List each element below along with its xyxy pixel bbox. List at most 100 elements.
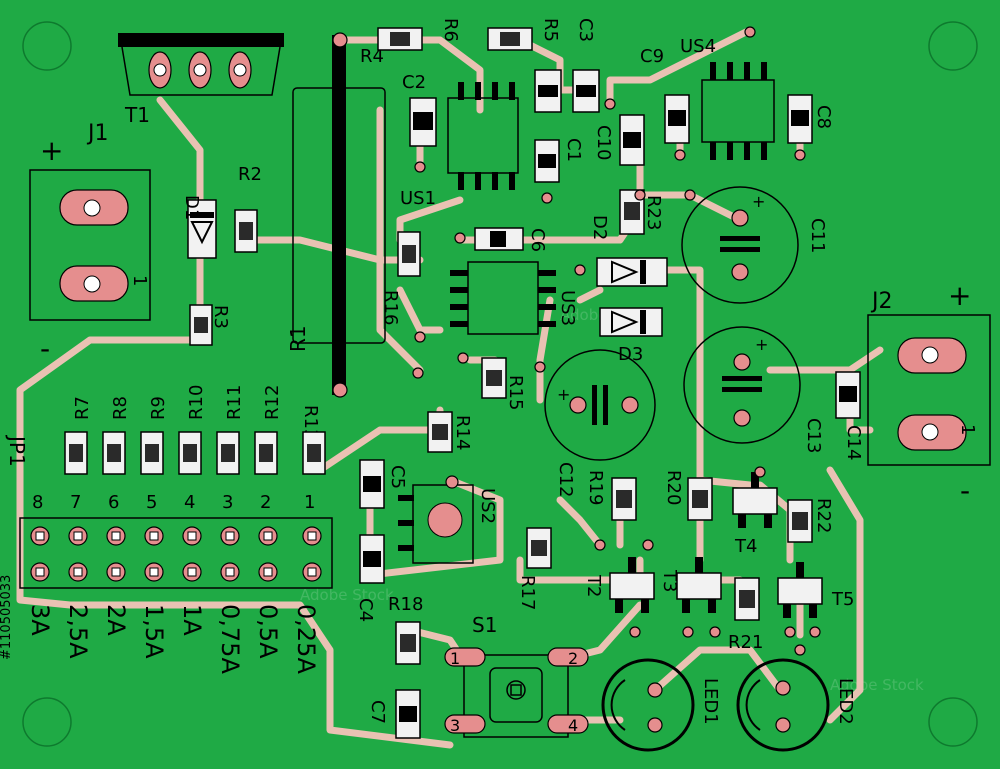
ic-us1: US1	[400, 82, 519, 209]
capacitor-c14: C14	[835, 371, 864, 460]
label-t4: T4	[734, 536, 757, 557]
jumper-number: 5	[146, 492, 157, 513]
resistor-r5: R5	[487, 18, 561, 51]
transformer-t1: T1	[118, 33, 284, 127]
ic-us3: US3	[450, 261, 578, 335]
capacitor-c1: C1	[534, 138, 584, 183]
capacitor-c4: C4	[355, 534, 385, 622]
label-r2: R2	[238, 164, 262, 185]
label-led1: LED1	[700, 678, 721, 725]
current-rating: 3A	[26, 604, 54, 636]
label-jp1: JP1	[5, 434, 29, 467]
label-r23: R23	[643, 195, 664, 230]
resistor-r17: R17	[517, 527, 552, 610]
label-r9: R9	[148, 396, 169, 420]
resistor-r1: R1 R4 R13	[286, 32, 386, 440]
label-c12: C12	[555, 462, 576, 497]
label-c8: C8	[813, 105, 834, 129]
label-j1: J1	[86, 121, 109, 146]
j2-minus-mark: -	[960, 474, 970, 507]
label-c9: C9	[640, 46, 664, 67]
diode-d1: D1	[181, 195, 217, 259]
capacitor-c10: C10	[593, 114, 645, 166]
watermark-text: Adobe Stock	[830, 676, 924, 694]
capacitor-c8: C8	[787, 94, 834, 144]
connector-j2: J2 + - 1	[867, 279, 991, 507]
label-r8: R8	[110, 396, 131, 420]
label-r4: R4	[360, 46, 384, 67]
label-c11: C11	[807, 218, 828, 253]
j1-pin1-label: 1	[129, 275, 150, 286]
switch-pin-label: 3	[450, 716, 460, 735]
label-us3: US3	[557, 290, 578, 326]
resistor-r16: R16	[380, 231, 421, 325]
label-r22: R22	[813, 498, 834, 533]
label-c7: C7	[367, 700, 388, 724]
via-pads	[412, 26, 821, 656]
label-r20: R20	[663, 470, 684, 505]
label-c1: C1	[563, 138, 584, 162]
current-rating: 2,5A	[64, 604, 92, 659]
label-r1: R1	[286, 325, 310, 352]
switch-pin-label: 2	[568, 649, 578, 668]
label-c14: C14	[843, 425, 864, 460]
current-rating: 0,25A	[292, 604, 320, 674]
label-r7: R7	[72, 396, 93, 420]
label-r11: R11	[224, 385, 245, 420]
jumper-number: 2	[260, 492, 271, 513]
label-us1: US1	[400, 188, 436, 209]
capacitor-c7: C7	[367, 689, 421, 739]
watermark-text: Adobe Stock	[300, 586, 394, 604]
jumper-number: 3	[222, 492, 233, 513]
diode-d2: D2	[589, 215, 668, 287]
label-c4: C4	[355, 598, 376, 622]
label-r15: R15	[505, 375, 526, 410]
ic-us4: US4	[680, 36, 775, 160]
diode-d3: D3	[599, 307, 663, 365]
capacitor-c2: C2	[402, 72, 437, 147]
capacitor-c3: C3	[534, 18, 600, 113]
j1-plus-mark: +	[40, 134, 63, 167]
label-t3: T3	[659, 569, 680, 592]
label-r14: R14	[452, 415, 473, 450]
switch-pin-label: 1	[450, 649, 460, 668]
j1-minus-mark: -	[40, 332, 50, 365]
label-t5: T5	[831, 589, 854, 610]
label-r21: R21	[728, 632, 763, 653]
resistor-r2: R2	[234, 164, 262, 253]
resistor-r18: R18	[388, 594, 423, 665]
label-t2: T2	[583, 574, 604, 597]
resistor-r6: R6	[377, 18, 461, 51]
capacitor-c12: + C12	[544, 349, 656, 497]
jumper-number: 1	[304, 492, 315, 513]
label-c5: C5	[387, 465, 408, 489]
label-c3: C3	[575, 18, 596, 42]
capacitor-c5: C5	[359, 459, 408, 509]
jumper-jp1: JP1 8 7 6 5 4 3 2 1 3A 2,5A 2A 1,5A 1A 0…	[5, 434, 333, 674]
label-c2: C2	[402, 72, 426, 93]
label-r18: R18	[388, 594, 423, 615]
resistor-r20: R20	[663, 470, 713, 521]
label-d2: D2	[589, 215, 610, 240]
resistor-bank: R7 R8 R9 R10 R11 R12	[64, 385, 326, 475]
label-r5: R5	[540, 18, 561, 42]
label-c10: C10	[593, 125, 614, 160]
current-rating: 1,5A	[140, 604, 168, 659]
label-r12: R12	[262, 385, 283, 420]
j2-plus-mark: +	[948, 279, 971, 312]
current-rating: 0,75A	[216, 604, 244, 674]
label-r16: R16	[380, 290, 401, 325]
resistor-r14: R14	[427, 411, 473, 453]
transistor-t2: T2	[583, 557, 655, 613]
label-r10: R10	[186, 385, 207, 420]
current-rating: 1A	[178, 604, 206, 636]
mounting-holes	[22, 21, 978, 747]
jumper-number: 7	[70, 492, 81, 513]
resistor-r15: R15	[481, 357, 526, 410]
label-us2: US2	[477, 488, 498, 524]
jumper-number: 4	[184, 492, 195, 513]
label-c13: C13	[803, 418, 824, 453]
label-r6: R6	[440, 18, 461, 42]
svg-text:+: +	[557, 385, 570, 404]
